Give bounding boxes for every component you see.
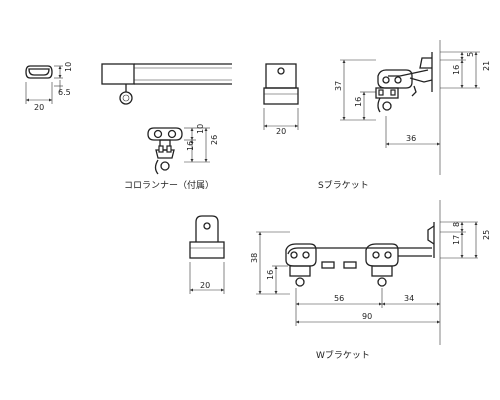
s-bracket-front [263, 63, 299, 130]
dim-s-mid: 16 [452, 65, 461, 75]
dim-s-depth: 36 [406, 134, 416, 143]
dim-runner-top: 10 [196, 124, 205, 134]
dim-rail-width: 20 [34, 103, 44, 112]
dim-w-height: 38 [250, 253, 259, 263]
dim-runner-body: 16 [186, 141, 195, 151]
w-bracket-front [189, 215, 225, 294]
caption-w-bracket: Wブラケット [316, 349, 370, 361]
rail-cross-section [25, 65, 63, 104]
runner-drawing [147, 127, 210, 175]
dim-w-top: 8 [452, 222, 461, 227]
s-bracket-side [340, 40, 480, 175]
dim-rail-height: 10 [64, 62, 73, 72]
dim-s-top: 5 [466, 52, 475, 57]
dim-runner-total: 26 [210, 135, 219, 145]
w-bracket-side [256, 200, 478, 345]
dim-w-front: 34 [404, 294, 414, 303]
dim-rail-lip: 6.5 [58, 88, 71, 97]
dim-s-front-width: 20 [276, 127, 286, 136]
dim-w-mid: 17 [452, 235, 461, 245]
dim-s-total: 21 [482, 61, 491, 71]
rail-side-view [101, 63, 232, 105]
dim-w-front-width: 20 [200, 281, 210, 290]
dim-w-depth: 90 [362, 312, 372, 321]
caption-s-bracket: Sブラケット [318, 179, 369, 191]
dim-w-gap: 56 [334, 294, 344, 303]
dim-s-low: 16 [354, 97, 363, 107]
dim-w-low: 16 [266, 270, 275, 280]
dim-w-total: 25 [482, 230, 491, 240]
caption-runner: コロランナー（付属） [124, 180, 214, 191]
dim-s-height: 37 [334, 81, 343, 91]
